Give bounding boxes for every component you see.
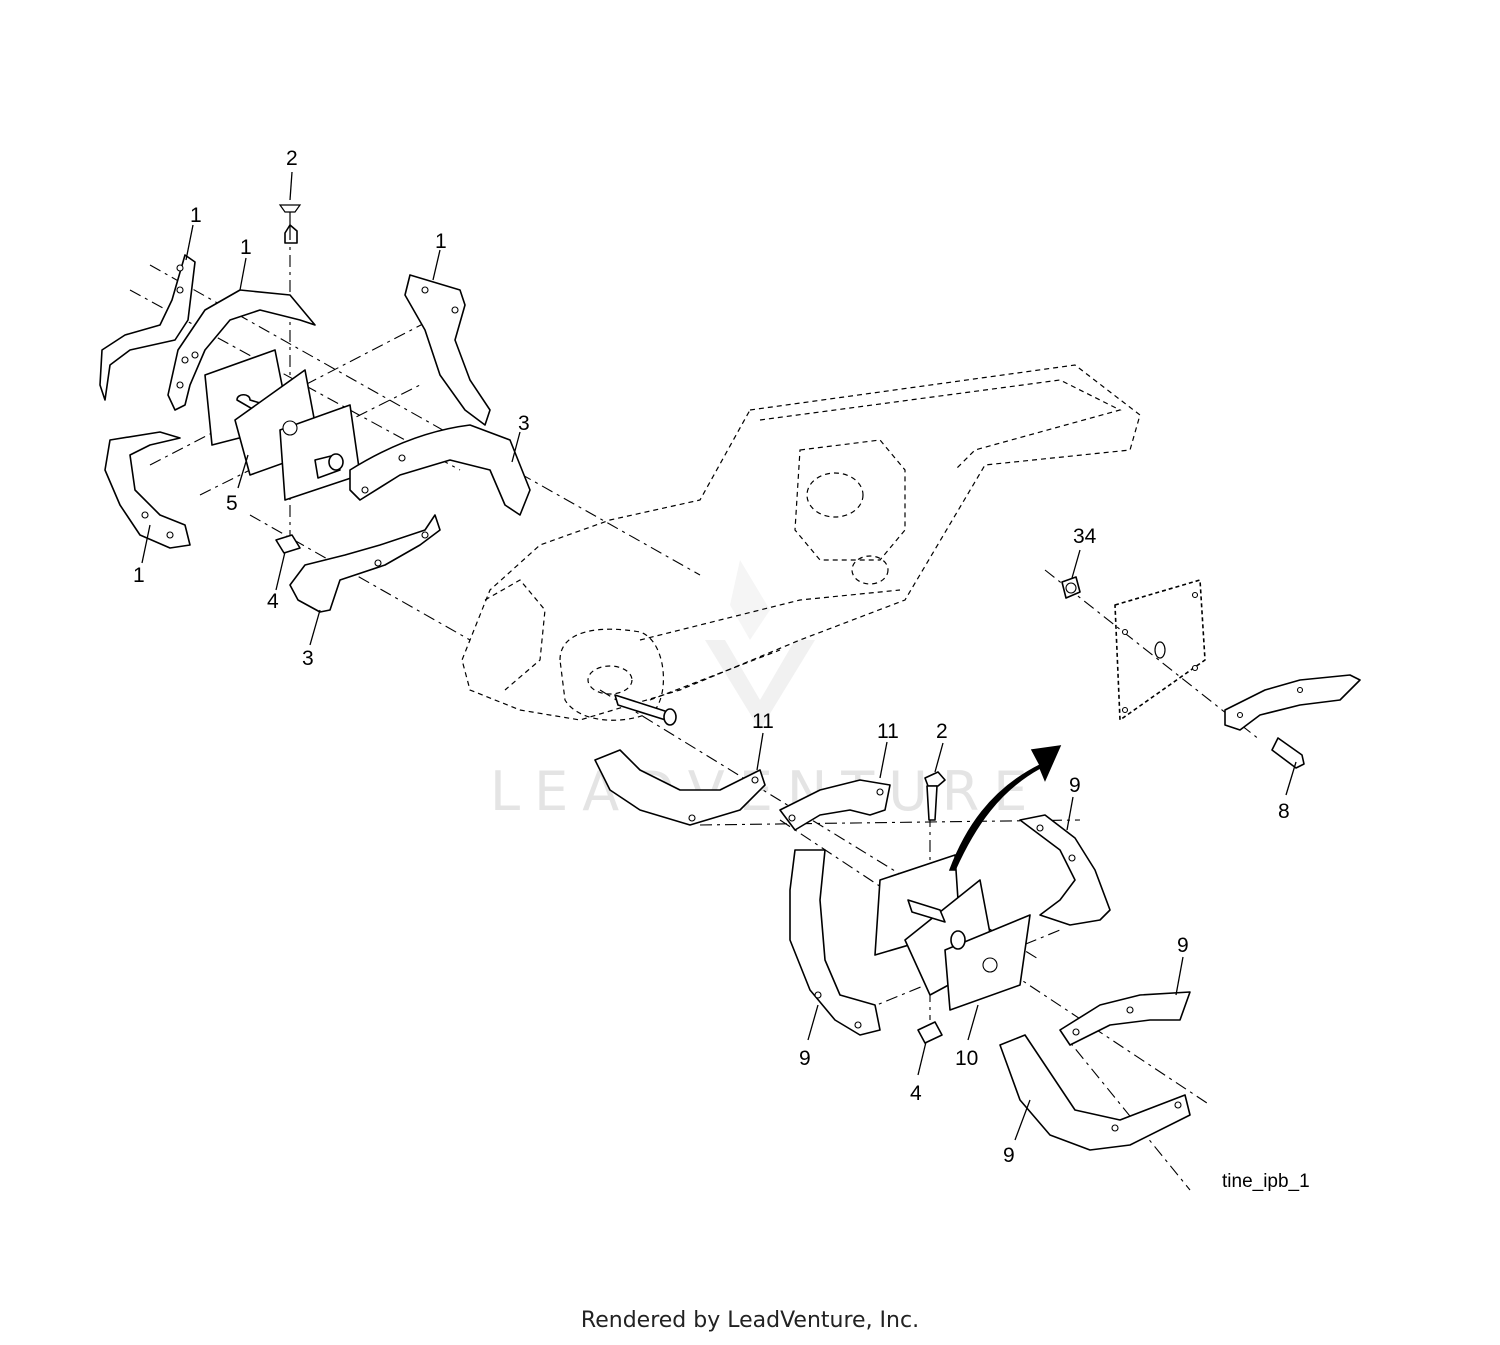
callout-3-a: 3 — [518, 412, 530, 435]
callout-11-b: 11 — [877, 720, 899, 743]
callout-9-d: 9 — [1003, 1144, 1015, 1167]
rotation-arrow-icon — [948, 745, 1062, 871]
callout-2-right: 2 — [936, 720, 948, 743]
callout-labels: 1 1 1 1 2 3 3 4 5 34 8 11 11 2 9 9 9 9 1… — [133, 147, 1290, 1167]
callout-1-d: 1 — [133, 564, 145, 587]
right-tine-assembly — [594, 576, 1361, 1151]
callout-8: 8 — [1278, 800, 1290, 823]
callout-9-c: 9 — [799, 1047, 811, 1070]
tiller-gearbox-housing — [461, 364, 1141, 721]
left-tine-assembly — [99, 204, 531, 613]
leader-lines — [141, 171, 1297, 1141]
callout-1-b: 1 — [240, 236, 252, 259]
callout-2-left: 2 — [286, 147, 298, 170]
callout-1-c: 1 — [435, 230, 447, 253]
callout-9-b: 9 — [1177, 934, 1189, 957]
callout-9-a: 9 — [1069, 774, 1081, 797]
watermark-logo — [705, 560, 815, 730]
callout-3-b: 3 — [302, 647, 314, 670]
callout-34: 34 — [1073, 525, 1097, 548]
callout-4-left: 4 — [267, 590, 279, 613]
tine-shaft — [614, 694, 677, 726]
callout-11-a: 11 — [752, 710, 774, 733]
callout-10: 10 — [955, 1047, 978, 1070]
callout-5: 5 — [226, 492, 238, 515]
figure-id: tine_ipb_1 — [1222, 1171, 1310, 1192]
callout-4-right: 4 — [910, 1082, 922, 1105]
footer-credit: Rendered by LeadVenture, Inc. — [580, 1308, 920, 1333]
callout-1-a: 1 — [190, 204, 202, 227]
